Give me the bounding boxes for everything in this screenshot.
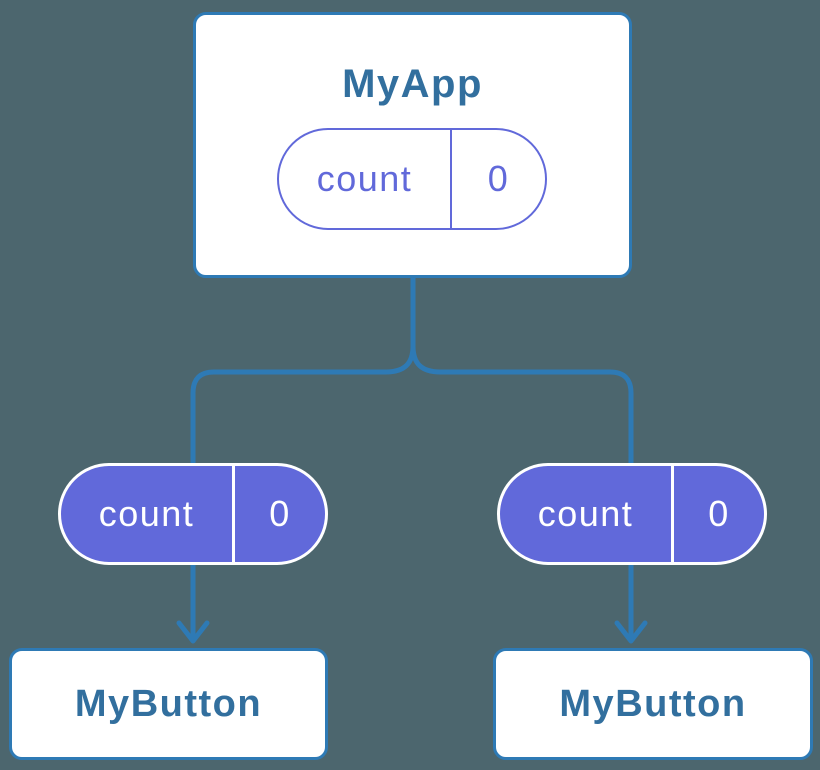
parent-state-pill: count 0	[277, 128, 547, 230]
pill-divider	[671, 466, 674, 562]
state-value-label: 0	[269, 493, 291, 534]
state-name-label: count	[98, 493, 195, 534]
state-name-label: count	[537, 493, 634, 534]
child-component-title: MyButton	[74, 682, 263, 725]
arrow-down-icon-left	[176, 620, 210, 644]
connector-right-branch	[410, 345, 634, 637]
parent-component-card: MyApp count 0	[193, 12, 632, 278]
connector-left-branch	[190, 345, 416, 637]
child-state-pill-right: count 0	[497, 463, 767, 565]
pill-divider	[450, 130, 452, 228]
pill-divider	[232, 466, 235, 562]
child-component-card-left: MyButton	[9, 648, 328, 760]
state-name-label: count	[316, 158, 413, 199]
child-state-pill-left: count 0	[58, 463, 328, 565]
state-value-label: 0	[487, 158, 510, 199]
state-value-label: 0	[708, 493, 730, 534]
child-component-title: MyButton	[559, 682, 747, 725]
parent-component-title: MyApp	[342, 62, 483, 106]
child-component-card-right: MyButton	[493, 648, 813, 760]
arrow-down-icon-right	[614, 620, 648, 644]
